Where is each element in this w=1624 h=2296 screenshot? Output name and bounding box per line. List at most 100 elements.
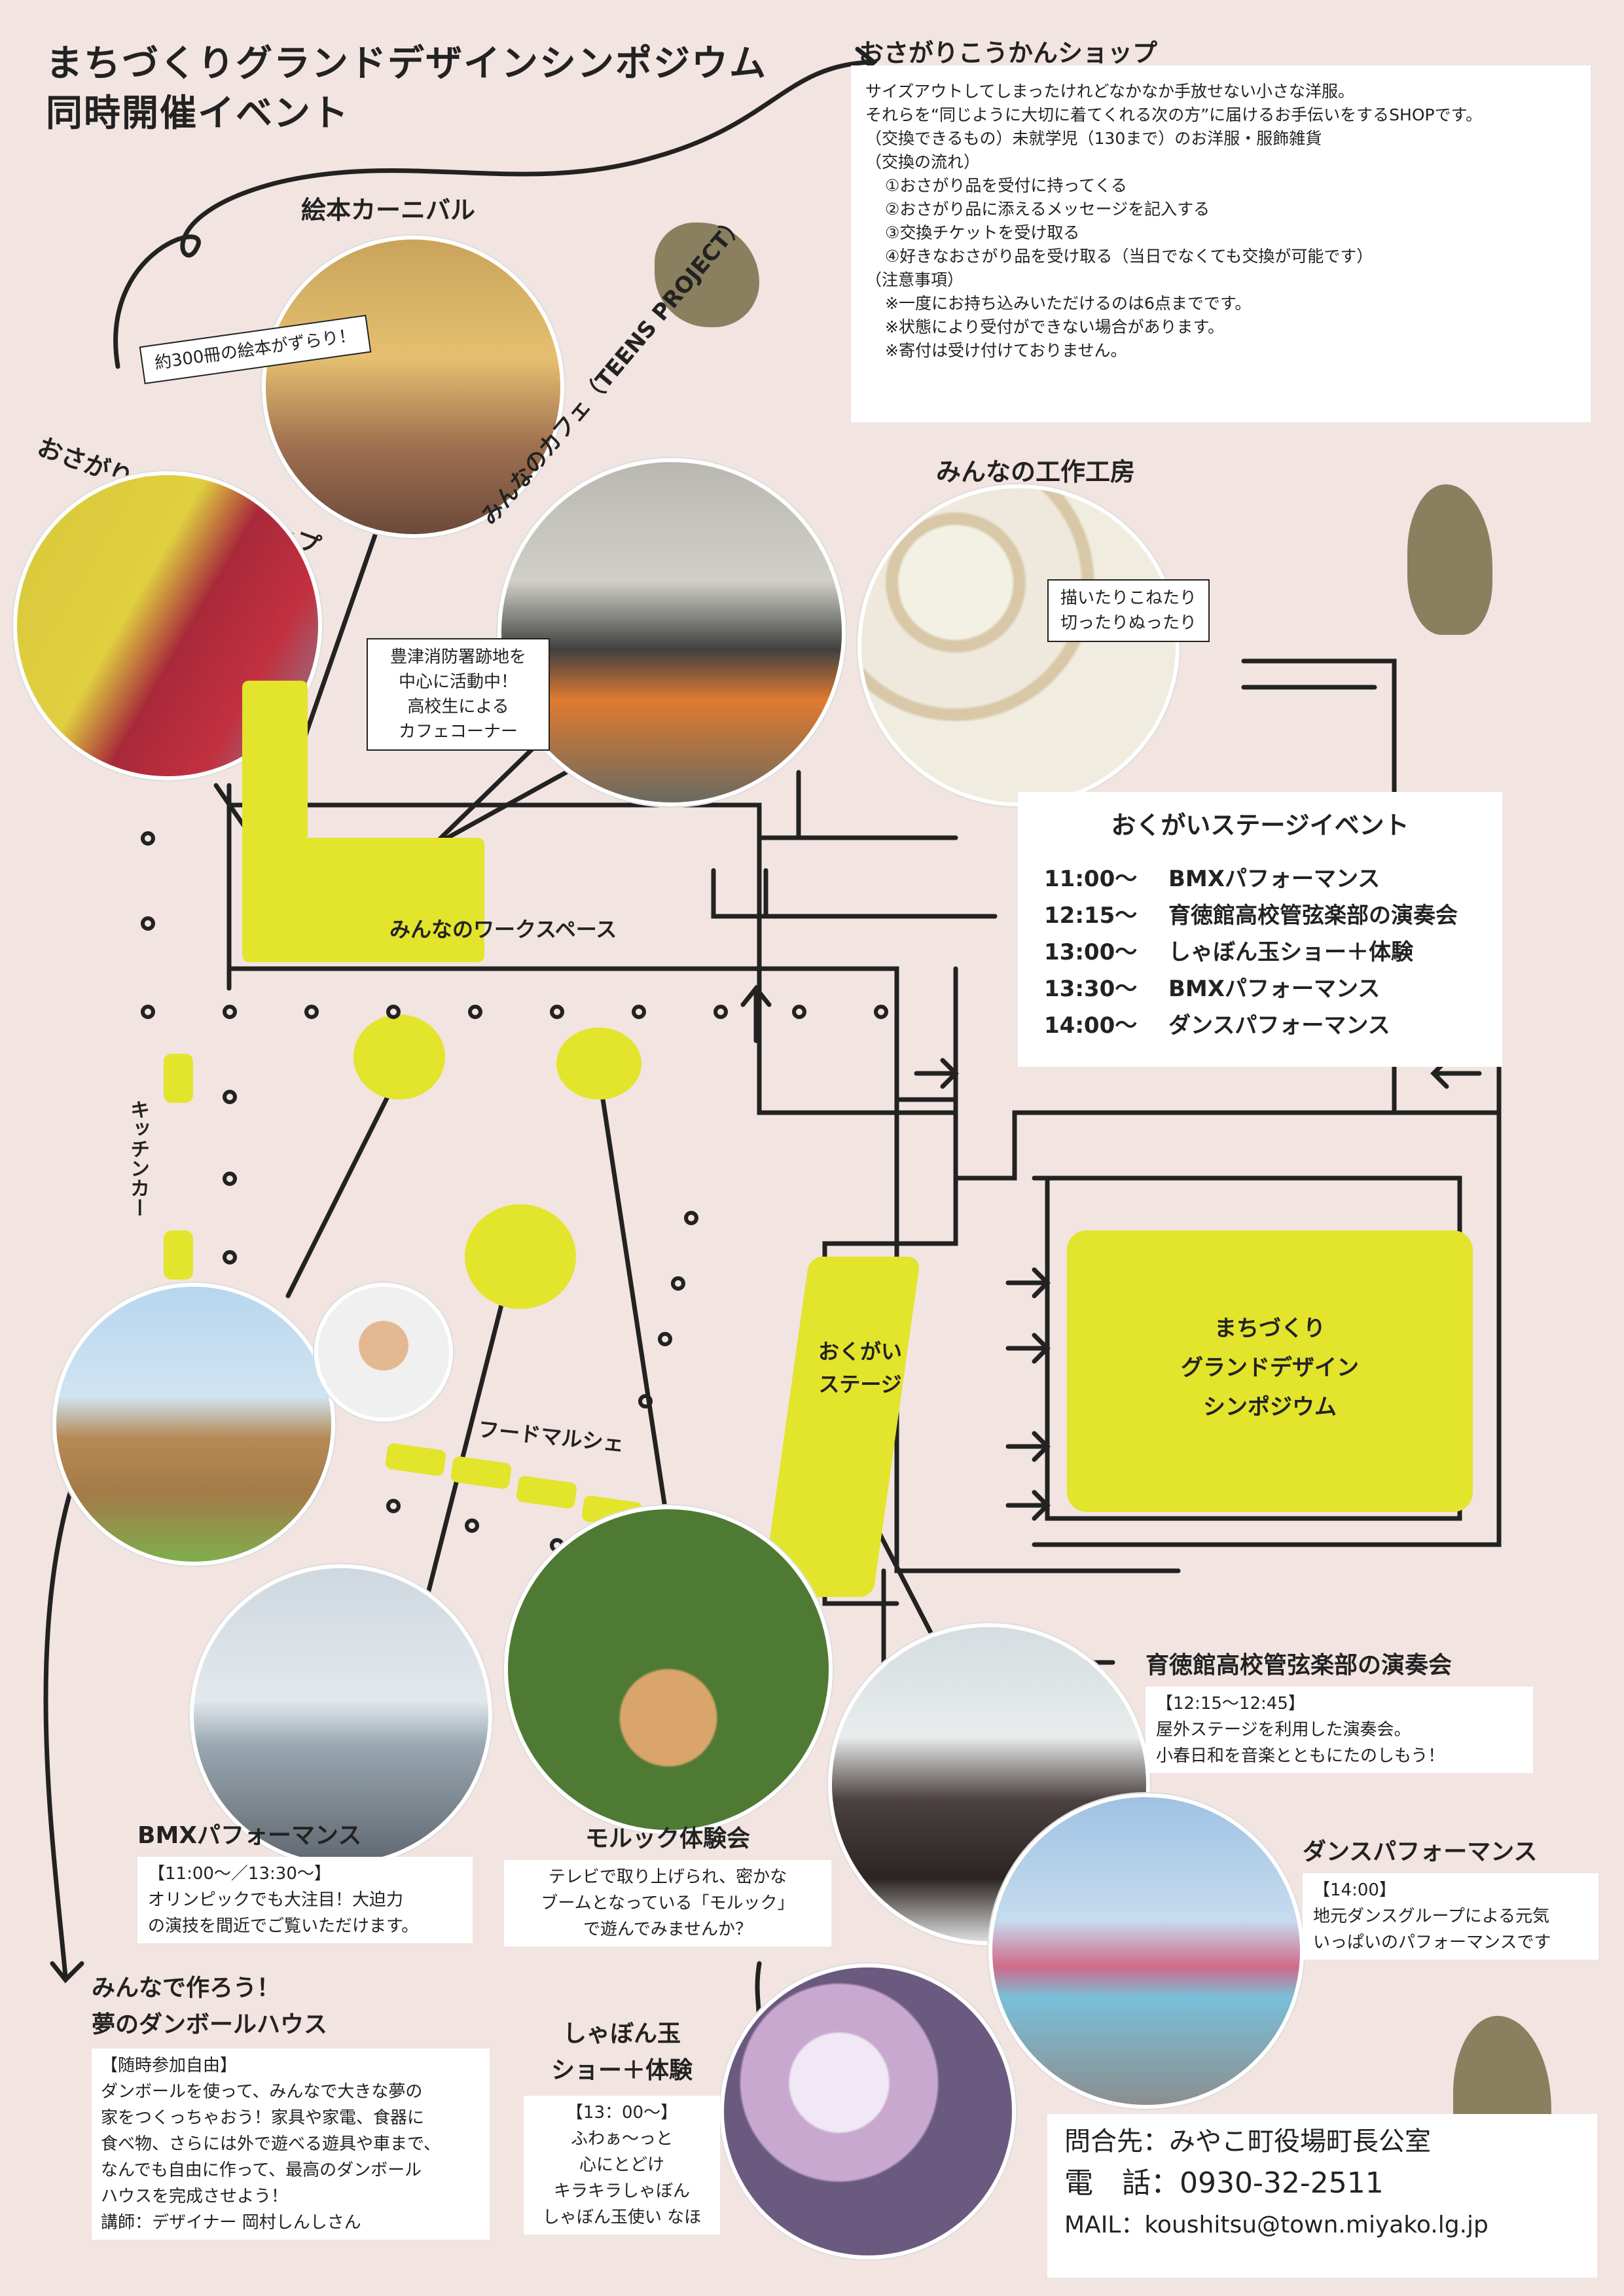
bubble-line: しゃぼん玉使い なほ xyxy=(542,2208,702,2227)
stage-event-time: 12:15〜 xyxy=(1044,903,1138,929)
contact-email[interactable]: MAIL：koushitsu@town.miyako.lg.jp xyxy=(1064,2212,1489,2238)
map-marker-icon xyxy=(671,1276,685,1291)
symposium-label: まちづくり グランドデザイン シンポジウム xyxy=(1067,1309,1473,1427)
bubble-title-line: しゃぼん玉 xyxy=(562,2020,681,2047)
shop-line: ※状態により受付ができない場合があります。 xyxy=(885,317,1224,336)
molkky-title: モルック体験会 xyxy=(585,1825,750,1852)
shop-line: サイズアウトしてしまったけれどなかなか手放せない小さな洋服。 xyxy=(865,82,1355,101)
house-line: ハウスを完成させよう！ xyxy=(101,2187,289,2206)
orchestra-line: 屋外ステージを利用した演奏会。 xyxy=(1156,1720,1411,1740)
bmx-photo xyxy=(190,1564,492,1867)
bmx-text: 【11:00〜／13:30〜】 オリンピックでも大注目！大迫力 の演技を間近でご… xyxy=(137,1857,473,1943)
title-line-1: まちづくりグランドデザインシンポジウム xyxy=(46,43,767,85)
dance-line: 地元ダンスグループによる元気 xyxy=(1313,1907,1550,1926)
map-marker-icon xyxy=(223,1005,237,1019)
cafe-label-line: 中心に活動中！ xyxy=(398,672,518,692)
map-marker-icon xyxy=(874,1005,888,1019)
dance-text: 【14:00】 地元ダンスグループによる元気 いっぱいのパフォーマンスです xyxy=(1303,1873,1598,1960)
shop-info-text: サイズアウトしてしまったけれどなかなか手放せない小さな洋服。 それらを“同じよう… xyxy=(851,65,1591,377)
dance-photo xyxy=(988,1793,1304,2109)
stage-event-time: 11:00〜 xyxy=(1044,866,1138,892)
shop-line: ③交換チケットを受け取る xyxy=(885,223,1080,242)
map-marker-icon xyxy=(386,1005,401,1019)
molkky-photo xyxy=(504,1505,833,1834)
orchestra-line: 【12:15〜12:45】 xyxy=(1156,1694,1305,1713)
bmx-line: オリンピックでも大注目！大迫力 xyxy=(148,1890,404,1910)
cafe-label: 豊津消防署跡地を 中心に活動中！ 高校生による カフェコーナー xyxy=(367,638,550,751)
map-marker-icon xyxy=(632,1005,646,1019)
map-marker-icon xyxy=(684,1211,698,1225)
bubble-line: 心にとどけ xyxy=(579,2155,664,2175)
house-line: なんでも自由に作って、最高のダンボール xyxy=(101,2161,422,2180)
kobo-label-line: 描いたりこねたり xyxy=(1060,588,1197,608)
stage-event-name: BMXパフォーマンス xyxy=(1168,976,1380,1002)
house-line: 食べ物、さらには外で遊べる遊具や車まで、 xyxy=(101,2134,441,2154)
map-marker-icon xyxy=(141,916,155,931)
orchestra-caption: 育徳館高校管弦楽部の演奏会 【12:15〜12:45】 屋外ステージを利用した演… xyxy=(1146,1646,1533,1773)
shop-info-box: おさがりこうかんショップ サイズアウトしてしまったけれどなかなか手放せない小さな… xyxy=(851,39,1591,422)
stage-event-row: 14:00〜 ダンスパフォーマンス xyxy=(1044,1007,1476,1044)
contact-phone[interactable]: 電 話：0930-32-2511 xyxy=(1064,2166,1384,2200)
shop-line: （交換できるもの）未就学児（130まで）のお洋服・服飾雑貨 xyxy=(865,129,1322,148)
symposium-label-line: グランドデザイン xyxy=(1181,1355,1359,1381)
stage-event-name: 育徳館高校管弦楽部の演奏会 xyxy=(1168,903,1458,929)
stage-label: おくがい ステージ xyxy=(818,1335,902,1401)
bubble-line: キラキラしゃぼん xyxy=(553,2181,690,2201)
bubble-title: しゃぼん玉 ショー＋体験 xyxy=(524,2016,720,2089)
symposium-label-line: シンポジウム xyxy=(1203,1394,1337,1420)
shop-info-title: おさがりこうかんショップ xyxy=(859,39,1158,67)
symposium-label-line: まちづくり xyxy=(1214,1316,1326,1342)
symposium-hall xyxy=(1067,1230,1473,1512)
molkky-line: テレビで取り上げられ、密かな xyxy=(548,1867,787,1887)
shop-line: ②おさがり品に添えるメッセージを記入する xyxy=(885,200,1210,219)
shop-line: ④好きなおさがり品を受け取る（当日でなくても交換が可能です） xyxy=(885,247,1373,266)
stage-event-row: 13:00〜 しゃぼん玉ショー＋体験 xyxy=(1044,934,1476,971)
contact-office: 問合先：みやこ町役場町長公室 xyxy=(1064,2126,1431,2157)
map-marker-icon xyxy=(304,1005,319,1019)
orchestra-line: 小春日和を音楽とともにたのしもう！ xyxy=(1156,1746,1445,1766)
kitchen-spot xyxy=(556,1028,641,1100)
dance-line: いっぱいのパフォーマンスです xyxy=(1313,1933,1551,1952)
stage-event-time: 13:00〜 xyxy=(1044,939,1138,965)
kobo-title: みんなの工作工房 xyxy=(936,457,1136,486)
house-title-line: 夢のダンボールハウス xyxy=(92,2011,328,2038)
house-line: 家をつくっちゃおう！家具や家電、食器に xyxy=(101,2108,425,2128)
map-marker-icon xyxy=(638,1394,653,1408)
bmx-caption: BMXパフォーマンス 【11:00〜／13:30〜】 オリンピックでも大注目！大… xyxy=(137,1816,473,1943)
stage-event-name: BMXパフォーマンス xyxy=(1168,866,1380,892)
stage-events-box: おくがいステージイベント 11:00〜 BMXパフォーマンス 12:15〜 育徳… xyxy=(1018,792,1502,1067)
bubble-line: 【13：00〜】 xyxy=(566,2103,678,2123)
workspace-area xyxy=(242,681,308,851)
dance-caption: ダンスパフォーマンス 【14:00】 地元ダンスグループによる元気 いっぱいのパ… xyxy=(1303,1833,1598,1960)
house-title-line: みんなで作ろう！ xyxy=(92,1975,281,2001)
kitchen-car-slot xyxy=(164,1230,193,1280)
shop-line: それらを“同じように大切に着てくれる次の方”に届けるお手伝いをするSHOPです。 xyxy=(865,105,1483,124)
house-caption: みんなで作ろう！ 夢のダンボールハウス 【随時参加自由】 ダンボールを使って、み… xyxy=(92,1970,490,2240)
house-line: 【随時参加自由】 xyxy=(101,2056,238,2075)
stage-event-row: 11:00〜 BMXパフォーマンス xyxy=(1044,861,1476,897)
bubble-line: ふわぁ〜っと xyxy=(570,2129,673,2149)
cafe-label-line: 豊津消防署跡地を xyxy=(389,647,526,667)
shop-line: （注意事項） xyxy=(865,270,964,289)
food-spot xyxy=(465,1204,576,1309)
page-title: まちづくりグランドデザインシンポジウム 同時開催イベント xyxy=(46,39,767,139)
instructor-photo xyxy=(314,1283,453,1422)
kobo-label: 描いたりこねたり 切ったりぬったり xyxy=(1047,579,1210,642)
title-line-2: 同時開催イベント xyxy=(46,92,350,135)
kitchen-car-label: キッチンカー xyxy=(126,1100,149,1217)
molkky-text: テレビで取り上げられ、密かな ブームとなっている「モルック」 で遊んでみませんか… xyxy=(504,1860,831,1946)
shop-line: （交換の流れ） xyxy=(865,152,981,171)
molkky-line: で遊んでみませんか？ xyxy=(583,1920,752,1939)
kitchen-car-slot xyxy=(164,1054,193,1103)
dance-line: 【14:00】 xyxy=(1313,1880,1396,1900)
house-line: ダンボールを使って、みんなで大きな夢の xyxy=(101,2082,423,2102)
map-marker-icon xyxy=(386,1499,401,1513)
bmx-line: 【11:00〜／13:30〜】 xyxy=(148,1864,331,1884)
cafe-photo xyxy=(497,458,846,806)
workspace-label: みんなのワークスペース xyxy=(389,917,617,942)
bubble-caption: しゃぼん玉 ショー＋体験 【13：00〜】 ふわぁ〜っと 心にとどけ キラキラし… xyxy=(524,2016,720,2234)
contact-box: 問合先：みやこ町役場町長公室 電 話：0930-32-2511 MAIL：kou… xyxy=(1047,2114,1597,2278)
molkky-line: ブームとなっている「モルック」 xyxy=(541,1893,795,1913)
shop-line: ※寄付は受け付けておりません。 xyxy=(885,341,1127,360)
bmx-line: の演技を間近でご覧いただけます。 xyxy=(148,1916,419,1936)
